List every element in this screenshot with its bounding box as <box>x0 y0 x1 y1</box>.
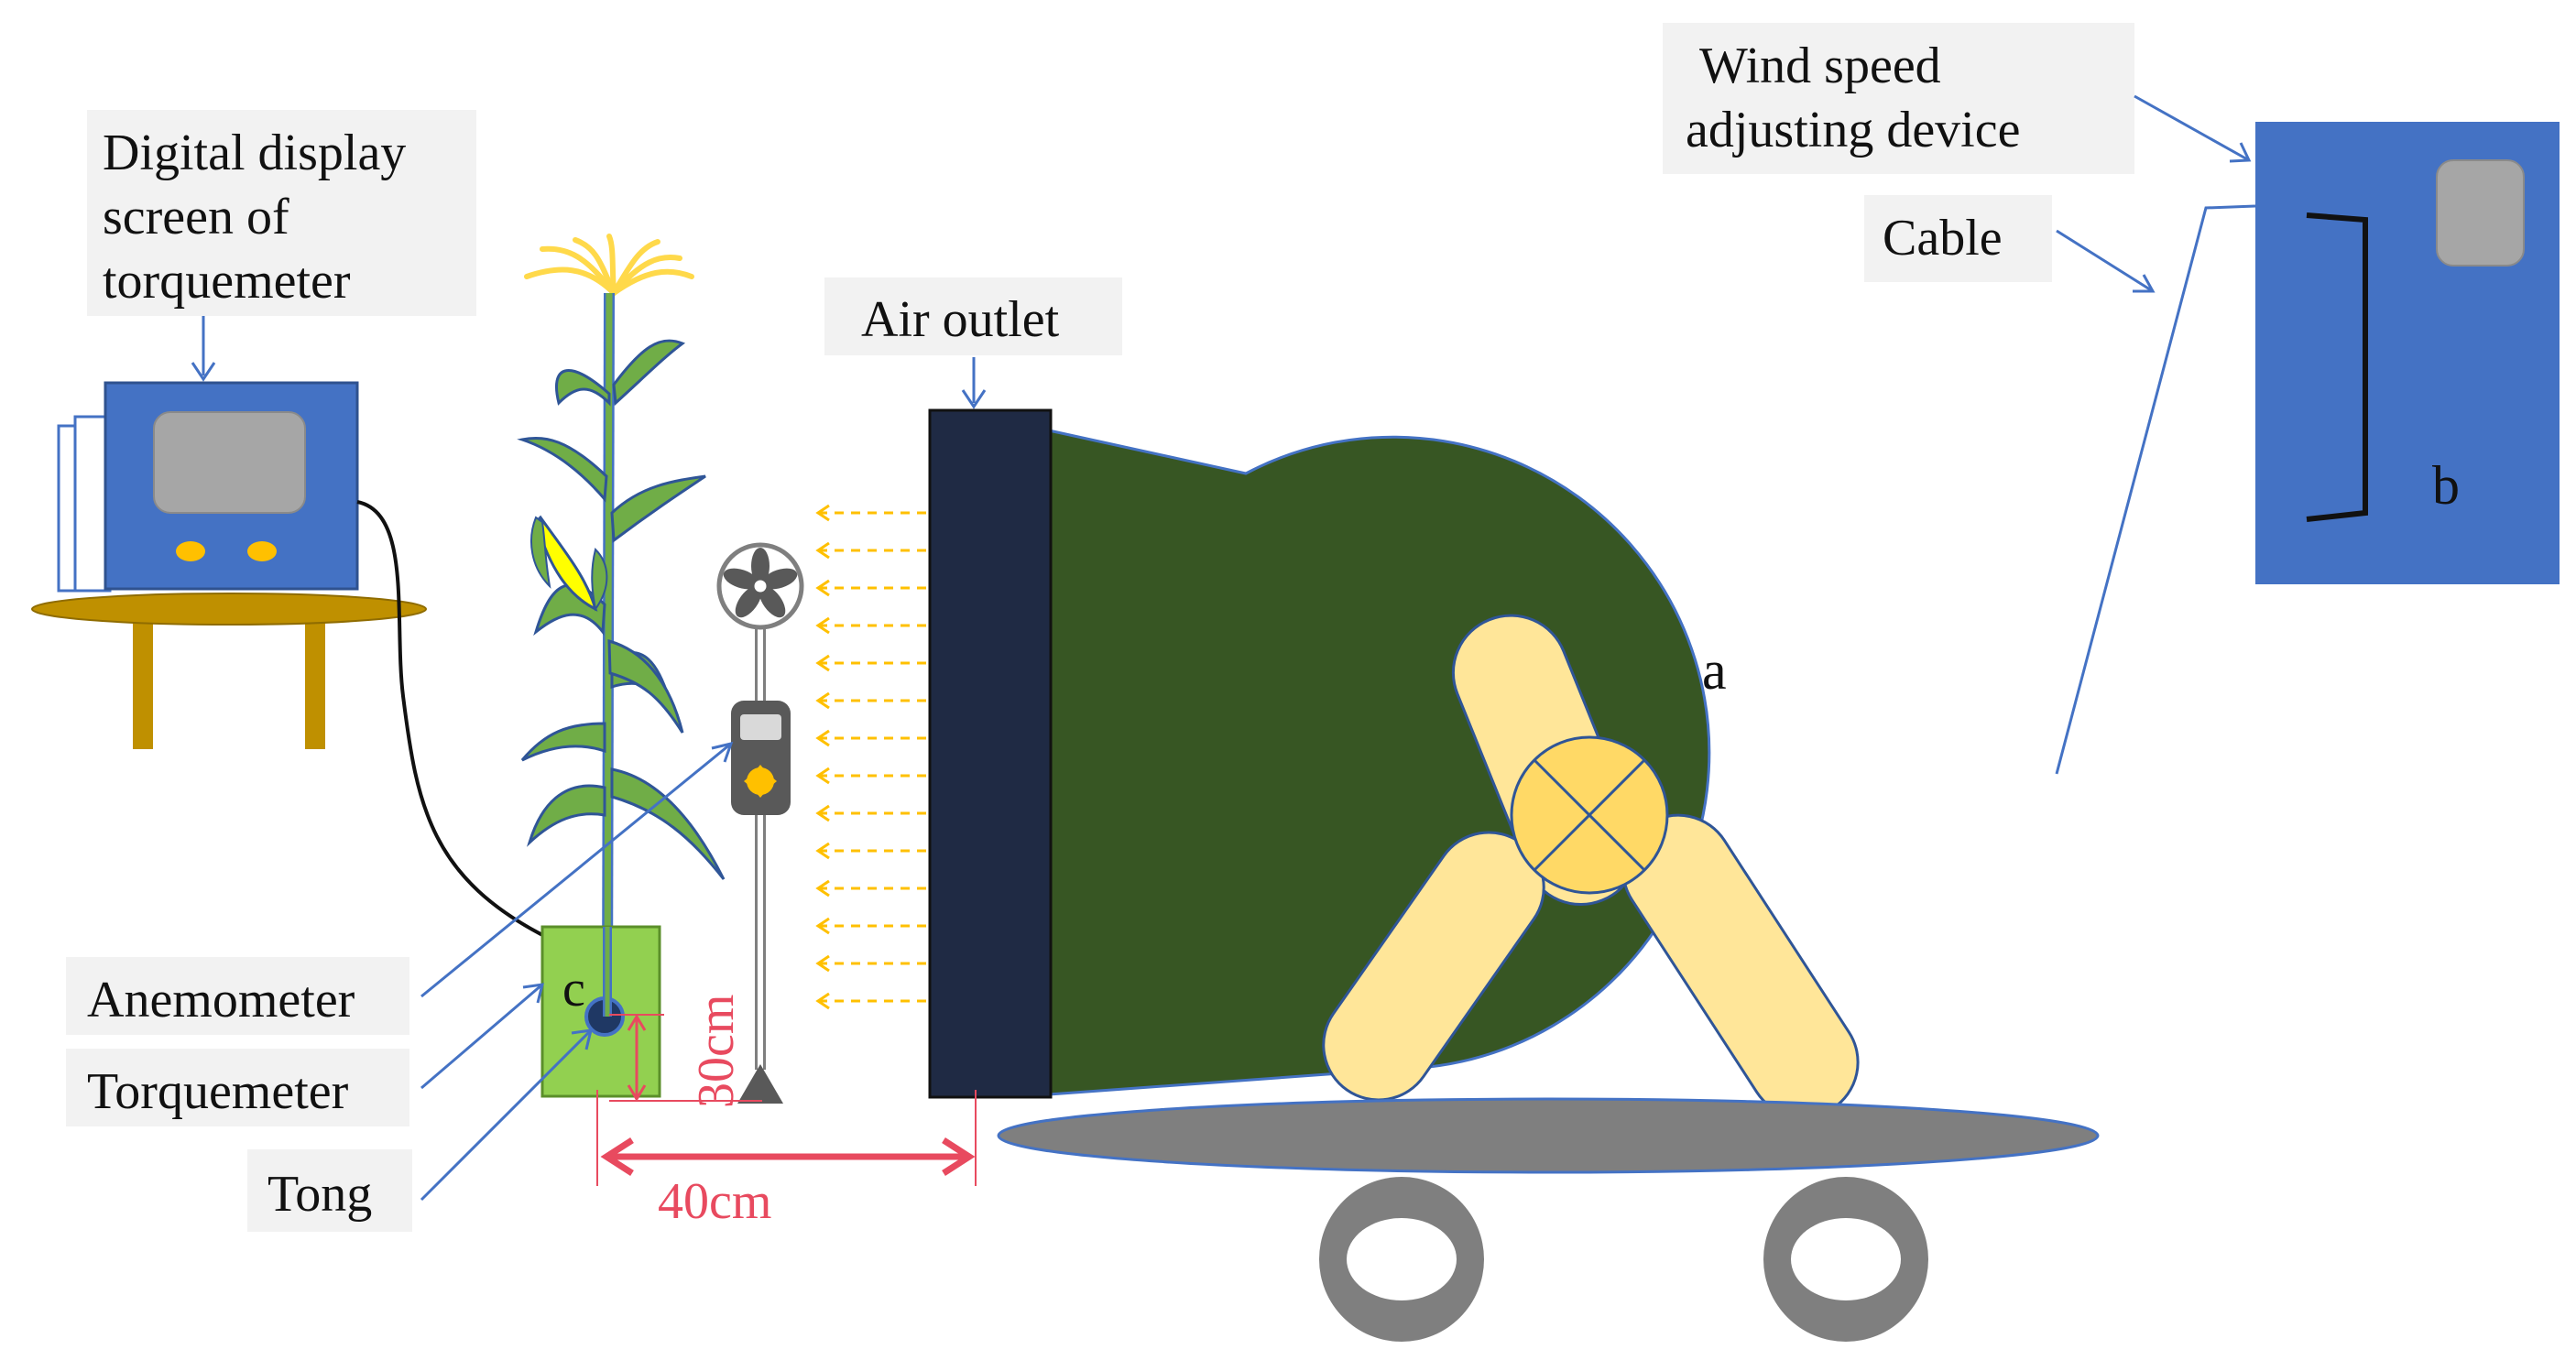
table <box>31 593 427 749</box>
fan-housing <box>1047 429 1711 1096</box>
height-dimension: 30cm <box>609 995 762 1108</box>
air-outlet <box>928 408 1053 1099</box>
airflow-arrowhead <box>815 804 830 822</box>
svg-text:Cable: Cable <box>1883 210 2003 267</box>
cart <box>997 1097 2100 1342</box>
cable-pointer <box>2056 229 2156 293</box>
display-screen <box>153 411 306 514</box>
display-button-right <box>247 541 277 561</box>
plant-pot: c <box>540 925 661 1098</box>
torquemeter-label: Torquemeter <box>66 1049 409 1126</box>
letter-c: c <box>562 961 585 1017</box>
blower-fan: a <box>928 408 1860 1119</box>
airflow-arrowhead <box>815 691 830 710</box>
display-label-line-3: torquemeter <box>103 253 351 310</box>
svg-text:Tong: Tong <box>267 1166 372 1223</box>
display-label: Digital display screen of torquemeter <box>87 110 476 316</box>
airflow-arrowhead <box>815 541 830 560</box>
anemometer-stand <box>716 542 804 1104</box>
letter-b: b <box>2432 455 2460 516</box>
airflow-arrowhead <box>815 879 830 898</box>
air-outlet-pointer <box>961 357 987 409</box>
label-pointers <box>420 741 734 1202</box>
svg-text:Torquemeter: Torquemeter <box>87 1063 349 1120</box>
corn-plant <box>517 234 726 1006</box>
wind-speed-label: Wind speed adjusting device <box>1663 23 2134 174</box>
height-dimension-label: 30cm <box>688 995 745 1108</box>
torquemeter-display-device <box>57 381 359 593</box>
airflow-arrowhead <box>815 954 830 973</box>
tong-label: Tong <box>247 1149 412 1232</box>
signal-wire <box>356 500 551 941</box>
svg-text:adjusting device: adjusting device <box>1686 102 2020 158</box>
airflow-arrows <box>815 504 976 1010</box>
display-label-line-1: Digital display <box>103 125 406 181</box>
handheld-meter-icon <box>731 701 791 815</box>
display-button-left <box>176 541 205 561</box>
distance-dimension-label: 40cm <box>658 1173 771 1230</box>
cable-label: Cable <box>1864 195 2052 282</box>
anemometer-label: Anemometer <box>66 957 409 1035</box>
svg-text:Anemometer: Anemometer <box>87 972 355 1028</box>
distance-dimension: 40cm <box>596 1090 977 1230</box>
airflow-arrowhead <box>815 616 830 635</box>
fan-icon <box>716 542 804 630</box>
airflow-arrowhead <box>815 729 830 747</box>
airflow-arrowhead <box>815 917 830 935</box>
bracket <box>2306 212 2368 522</box>
air-outlet-label: Air outlet <box>824 277 1122 355</box>
airflow-arrowhead <box>815 992 830 1010</box>
display-label-line-2: screen of <box>103 189 289 245</box>
airflow-arrowhead <box>815 579 830 597</box>
airflow-arrowhead <box>815 654 830 672</box>
airflow-arrowhead <box>815 842 830 860</box>
controller-screen <box>2436 159 2525 267</box>
cable-line <box>2055 204 2256 775</box>
fan-hub <box>1510 735 1669 895</box>
svg-text:Air outlet: Air outlet <box>861 291 1060 348</box>
svg-text:Wind speed: Wind speed <box>1699 38 1941 94</box>
corn-tassel <box>524 234 694 296</box>
airflow-arrowhead <box>815 767 830 785</box>
wind-speed-pointer <box>2134 94 2252 163</box>
airflow-arrowhead <box>815 504 830 522</box>
letter-a: a <box>1702 640 1727 701</box>
display-pointer-arrow <box>191 316 216 382</box>
wheel-left <box>1319 1177 1484 1342</box>
wheel-right <box>1763 1177 1928 1342</box>
wind-speed-device: b <box>2255 122 2560 584</box>
